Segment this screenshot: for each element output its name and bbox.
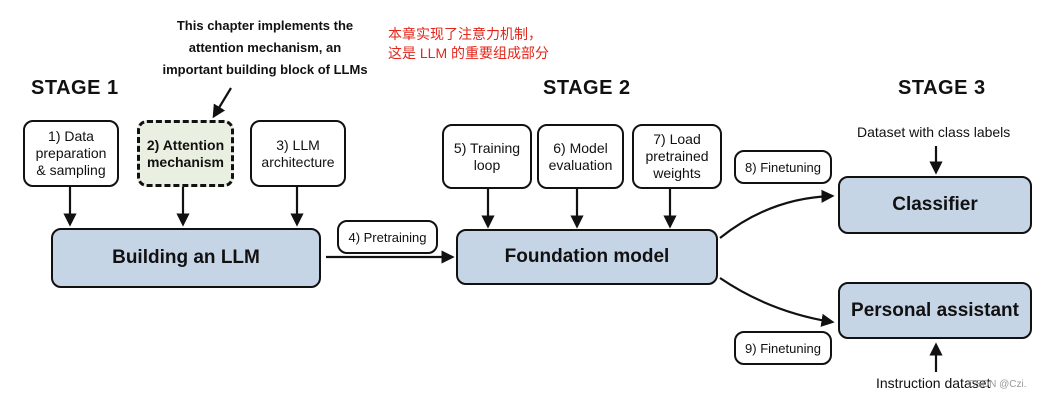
step-attention-mechanism: 2) Attention mechanism [137,120,234,187]
personal-assistant-box: Personal assistant [838,282,1032,339]
step-llm-architecture: 3) LLM architecture [250,120,346,187]
pretraining-label: 4) Pretraining [337,220,438,254]
arrow-foundation-to-assistant [719,277,835,327]
watermark: CSDN @Czi. [968,379,1027,390]
foundation-model-box: Foundation model [456,229,718,285]
chinese-note: 本章实现了注意力机制， 这是 LLM 的重要组成部分 [388,26,550,61]
stage-1-header: STAGE 1 [31,77,119,99]
arrow-foundation-to-classifier [719,189,835,239]
finetuning-classifier-label: 8) Finetuning [734,150,832,184]
classifier-box: Classifier [838,176,1032,234]
chapter-note: This chapter implements the attention me… [162,18,368,77]
building-llm-box: Building an LLM [51,228,321,288]
step-data-preparation: 1) Data preparation & sampling [23,120,119,187]
step-training-loop: 5) Training loop [442,124,532,189]
instruction-dataset: Instruction dataset [876,375,991,391]
finetuning-assistant-label: 9) Finetuning [734,331,832,365]
arrow-note-to-attention [212,87,232,119]
step-load-pretrained-weights: 7) Load pretrained weights [632,124,722,189]
step-model-evaluation: 6) Model evaluation [537,124,624,189]
stage-2-header: STAGE 2 [543,77,631,99]
stage-3-header: STAGE 3 [898,77,986,99]
dataset-class-labels: Dataset with class labels [857,124,1011,140]
